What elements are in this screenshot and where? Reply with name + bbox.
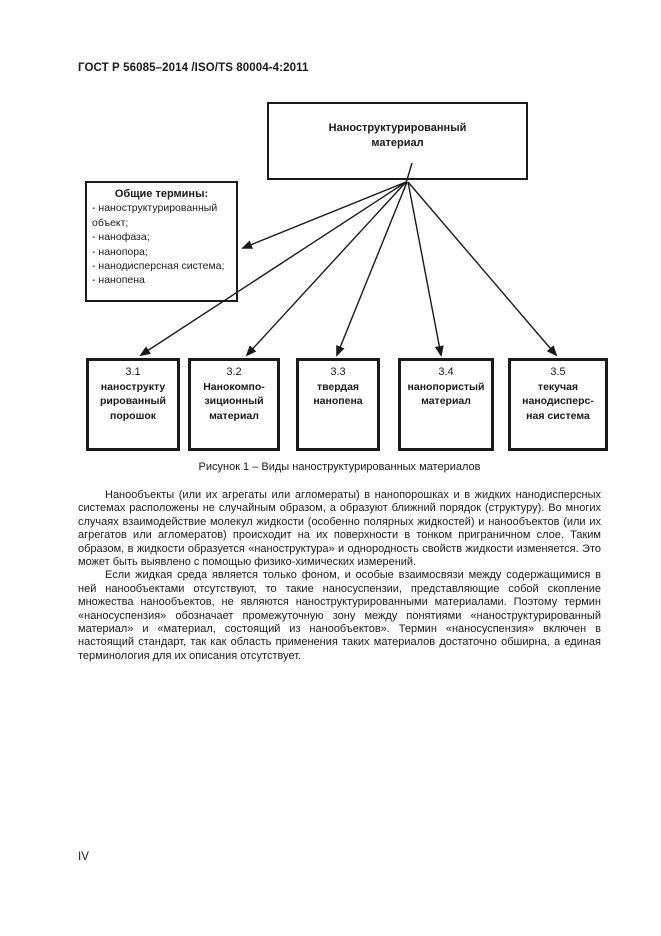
- term-item: - нанопена: [92, 274, 145, 287]
- standard-designation-header: ГОСТ Р 56085–2014 /ISO/TS 80004-4:2011: [78, 62, 309, 74]
- general-terms-box: Общие термины: - наноструктурированный о…: [85, 181, 238, 302]
- paragraph: Нанообъекты (или их агрегаты или агломер…: [78, 489, 601, 569]
- type-box-name: твердая нанопена: [313, 380, 363, 408]
- figure-1-diagram: Наноструктурированный материал Общие тер…: [85, 102, 608, 451]
- term-item: - наноструктурированный объект;: [92, 202, 218, 229]
- body-text: Нанообъекты (или их агрегаты или агломер…: [78, 489, 601, 663]
- type-box-name: Нанокомпо- зиционный материал: [203, 380, 265, 422]
- general-terms-title: Общие термины:: [114, 188, 209, 200]
- type-box-name: нанопористый материал: [407, 380, 485, 408]
- paragraph: Если жидкая среда является только фоном,…: [78, 569, 601, 662]
- type-box-name: текучая нанодисперс- ная система: [522, 380, 594, 422]
- type-box-number: 3.5: [550, 366, 566, 378]
- root-box-nanostructured-material: Наноструктурированный материал: [267, 102, 528, 180]
- type-box-3-4: 3.4 нанопористый материал: [398, 358, 494, 451]
- type-box-number: 3.4: [438, 366, 454, 378]
- term-item: - нанопора;: [92, 245, 148, 258]
- type-box-number: 3.3: [330, 366, 346, 378]
- type-box-name: нанострукту рированный порошок: [100, 380, 166, 422]
- type-box-number: 3.1: [125, 366, 141, 378]
- term-item: - нанодисперсная система;: [92, 260, 225, 273]
- type-box-3-2: 3.2 Нанокомпо- зиционный материал: [188, 358, 280, 451]
- figure-caption: Рисунок 1 – Виды наноструктурированных м…: [198, 461, 481, 473]
- type-box-3-3: 3.3 твердая нанопена: [296, 358, 380, 451]
- type-box-3-5: 3.5 текучая нанодисперс- ная система: [508, 358, 608, 451]
- type-box-number: 3.2: [226, 366, 242, 378]
- term-item: - нанофаза;: [92, 231, 150, 244]
- page-number: IV: [78, 851, 89, 863]
- type-box-3-1: 3.1 нанострукту рированный порошок: [86, 358, 180, 451]
